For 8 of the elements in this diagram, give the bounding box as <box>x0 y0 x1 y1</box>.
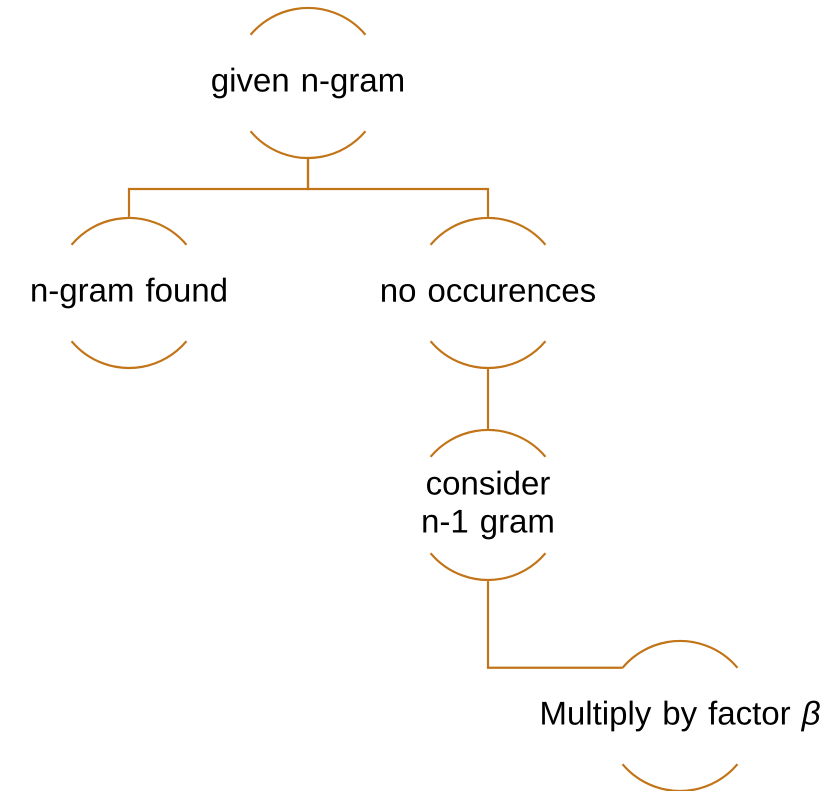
arc-node: consider n-1 gram <box>423 428 553 582</box>
arc-node: no occurences <box>382 216 595 370</box>
connector-line <box>486 369 490 429</box>
connector-line <box>306 159 490 217</box>
connector-line <box>486 581 623 669</box>
arc-node: given n-gram <box>212 6 403 160</box>
arc-node: Multiply by factor β <box>542 640 820 791</box>
arc-node: n-gram found <box>32 216 226 370</box>
